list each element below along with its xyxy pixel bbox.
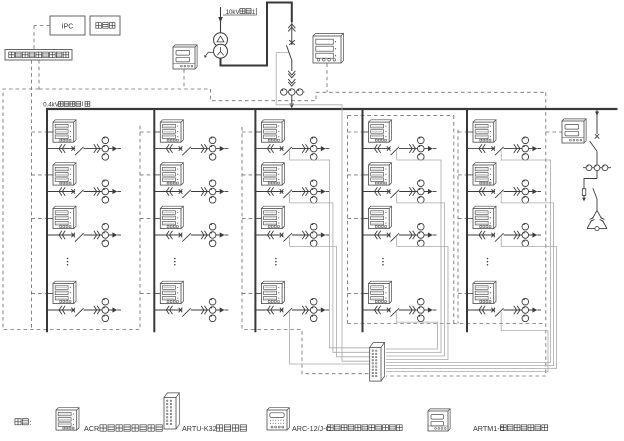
svg-text:IPC: IPC	[62, 23, 74, 30]
svg-text:ACR: ACR	[84, 424, 99, 433]
svg-text:1: 1	[252, 9, 256, 16]
svg-text:ARTU-K32: ARTU-K32	[182, 424, 217, 433]
svg-text::: :	[30, 420, 32, 427]
svg-text:ARTM1-C: ARTM1-C	[473, 424, 505, 433]
svg-text:0.4kV: 0.4kV	[43, 101, 60, 108]
svg-text:ARC-12/J-C: ARC-12/J-C	[292, 424, 331, 433]
svg-text:I: I	[82, 101, 84, 108]
svg-text:10kV: 10kV	[226, 9, 241, 16]
